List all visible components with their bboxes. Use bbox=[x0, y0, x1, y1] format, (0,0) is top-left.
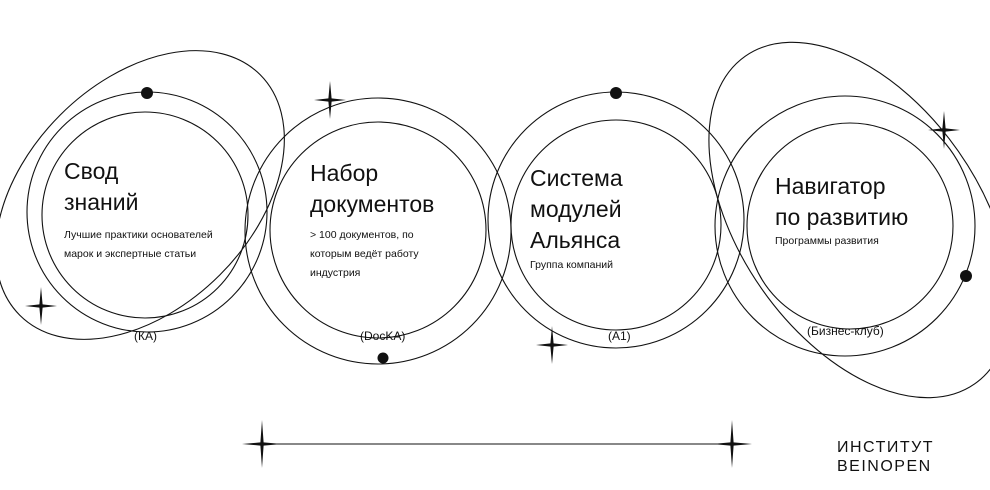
sparkle-icon bbox=[928, 111, 960, 149]
module-1-inner-ring bbox=[41, 111, 249, 319]
module-1-title: Свод знаний bbox=[64, 158, 139, 215]
module-2-subtitle: > 100 документов, по которым ведёт работ… bbox=[310, 229, 419, 279]
module-4-inner-ring bbox=[746, 122, 954, 330]
module-3-title: Система модулей Альянса bbox=[530, 165, 623, 253]
module-3-subtitle: Группа компаний bbox=[530, 259, 614, 271]
module-3-tag: (А1) bbox=[608, 329, 631, 343]
module-4-orbit bbox=[708, 41, 990, 399]
sparkle-icon bbox=[536, 326, 568, 364]
module-1-outer-ring bbox=[26, 91, 268, 333]
planet-dot bbox=[377, 352, 389, 364]
module-1-tag: (КА) bbox=[134, 329, 157, 343]
module-4-tag: (Бизнес-клуб) bbox=[807, 324, 884, 338]
logo-line-2: BEINOPEN bbox=[837, 458, 932, 475]
sparkle-icon bbox=[25, 287, 57, 325]
planet-dot bbox=[960, 270, 972, 282]
sparkle-icon bbox=[314, 81, 346, 119]
module-4-outer-ring bbox=[714, 95, 976, 357]
module-1-orbit bbox=[0, 50, 285, 340]
module-1-subtitle: Лучшие практики основателей марок и эксп… bbox=[64, 229, 213, 260]
module-2-tag: (DocKA) bbox=[360, 329, 406, 343]
module-2-title: Набор документов bbox=[310, 160, 435, 217]
module-4-subtitle: Программы развития bbox=[775, 235, 879, 247]
module-4-title: Навигатор по развитию bbox=[775, 173, 909, 230]
planet-dot bbox=[610, 87, 622, 99]
sparkle-icon bbox=[712, 420, 752, 468]
sparkle-icon bbox=[242, 420, 282, 468]
module-2-inner-ring bbox=[269, 121, 487, 339]
logo-line-1: ИНСТИТУТ bbox=[837, 439, 935, 456]
planet-dot bbox=[141, 87, 153, 99]
module-3-inner-ring bbox=[510, 119, 722, 331]
institute-logo: ИНСТИТУТ BEINOPEN bbox=[837, 438, 934, 476]
